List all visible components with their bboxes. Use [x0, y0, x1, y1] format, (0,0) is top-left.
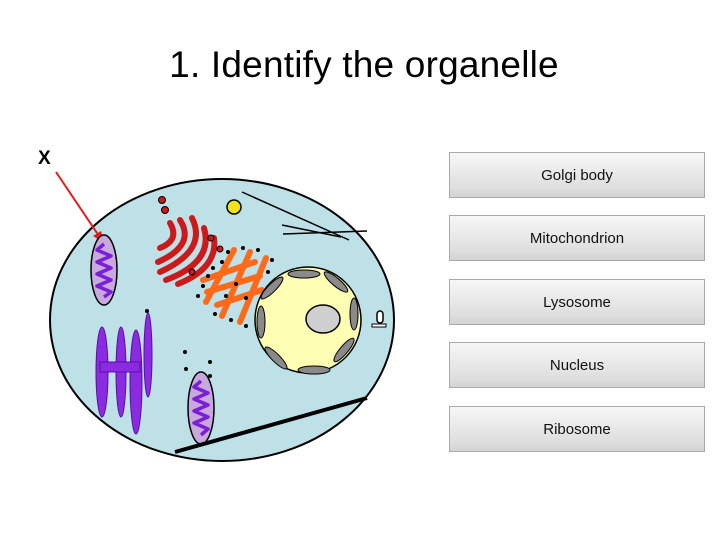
golgi-vesicles [158, 196, 224, 276]
answer-ribosome[interactable]: Ribosome [449, 406, 705, 452]
small-vesicle [371, 310, 387, 328]
answer-golgi-body[interactable]: Golgi body [449, 152, 705, 198]
lysosome [226, 199, 242, 215]
slide-title: 1. Identify the organelle [169, 44, 559, 85]
rough-er [200, 247, 269, 325]
nucleus [254, 266, 362, 375]
purple-organelle [95, 312, 153, 435]
microtubule [174, 396, 368, 454]
golgi-body [155, 215, 218, 287]
mitochondrion-lower [187, 371, 215, 445]
answer-mitochondrion[interactable]: Mitochondrion [449, 215, 705, 261]
pointer-label: X [38, 148, 51, 169]
answer-nucleus[interactable]: Nucleus [449, 342, 705, 388]
nucleolus [305, 304, 341, 334]
pointer-arrow [55, 171, 104, 243]
free-ribosomes [145, 309, 212, 378]
cytoskeleton [241, 191, 368, 241]
answer-lysosome[interactable]: Lysosome [449, 279, 705, 325]
mitochondrion-x [90, 234, 118, 306]
